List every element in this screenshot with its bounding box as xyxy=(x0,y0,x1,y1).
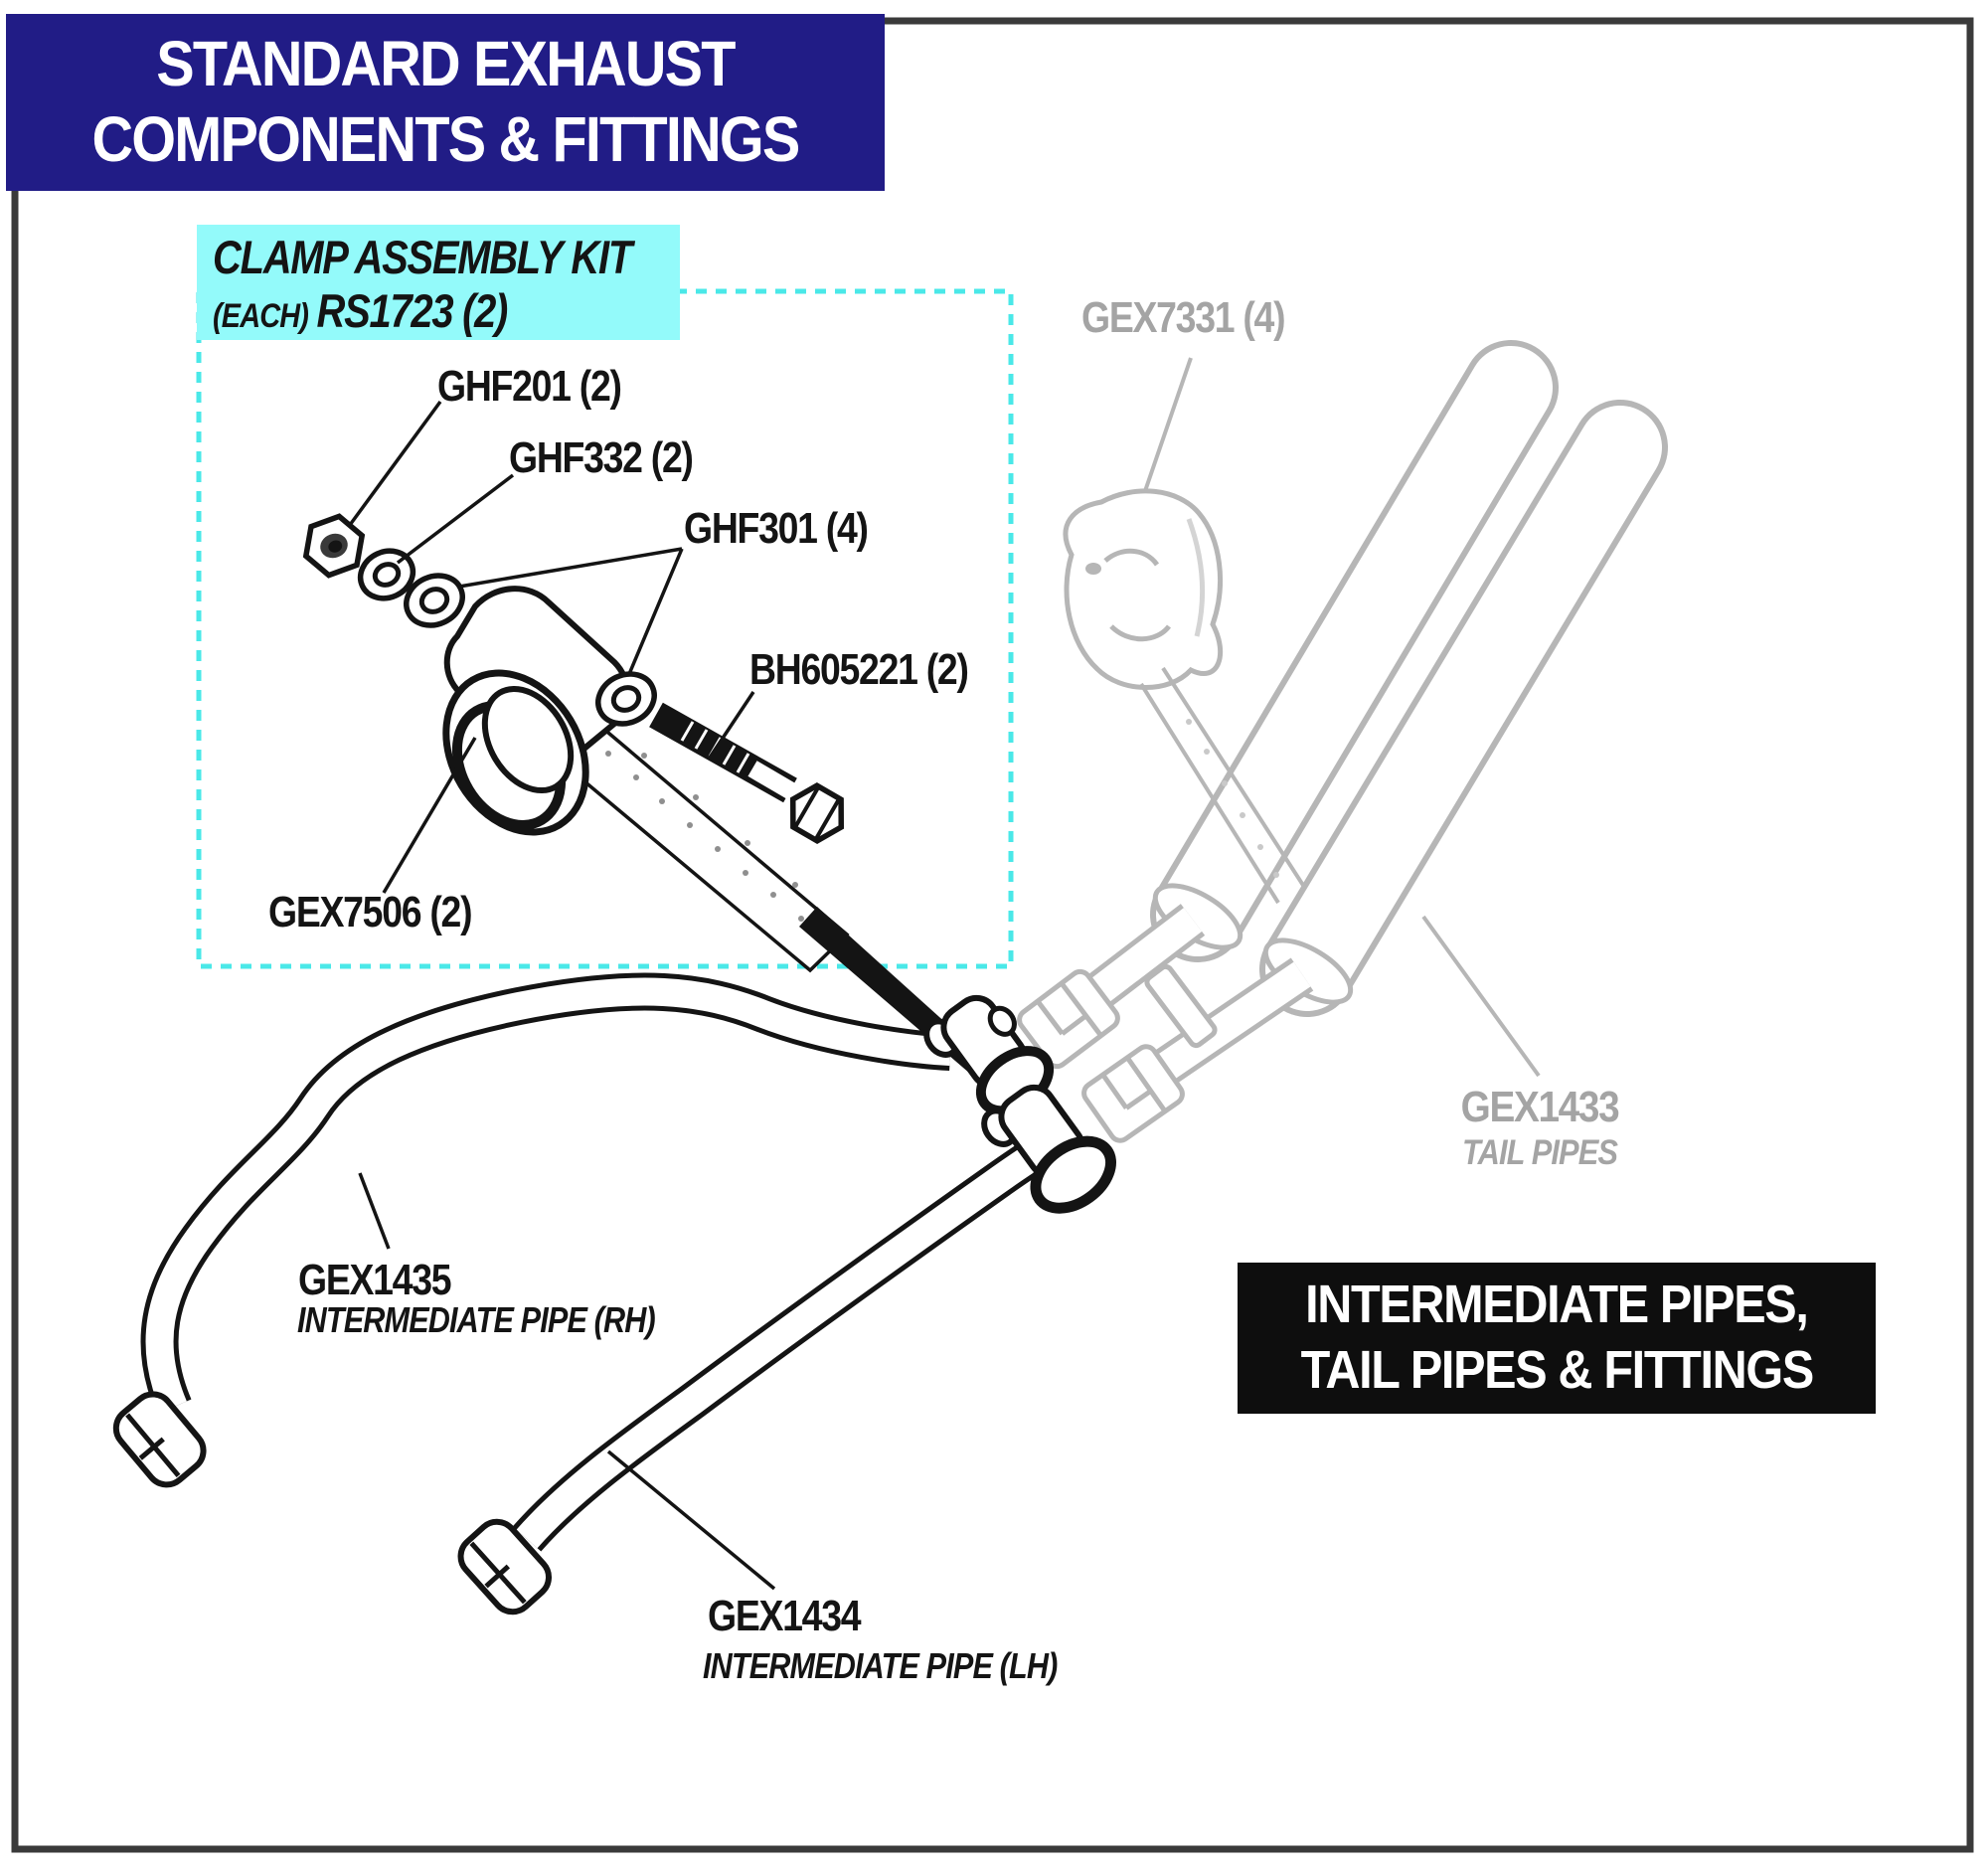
nut-art xyxy=(302,513,366,579)
part-label-gex1435[interactable]: GEX1435 xyxy=(298,1256,452,1304)
tail-pipes-ghost-art xyxy=(1017,340,1668,1143)
kit-title: CLAMP ASSEMBLY KIT xyxy=(213,231,632,283)
leader-gex7506 xyxy=(382,737,477,894)
section-line1: INTERMEDIATE PIPES, xyxy=(1305,1275,1809,1335)
leader-ghf301-a xyxy=(458,547,683,589)
part-label-gex1434[interactable]: GEX1434 xyxy=(708,1592,862,1640)
title-banner: STANDARD EXHAUST COMPONENTS & FITTINGS xyxy=(6,14,885,191)
rubber-mount-art xyxy=(1063,488,1224,690)
section-link-intermediate-pipes[interactable]: INTERMEDIATE PIPES, TAIL PIPES & FITTING… xyxy=(1238,1263,1876,1414)
leader-gex1433 xyxy=(1421,915,1541,1078)
leader-gex1435 xyxy=(358,1172,391,1250)
gex1434-description: INTERMEDIATE PIPE (LH) xyxy=(703,1645,1058,1686)
kit-part-line: (EACH) RS1723 (2) xyxy=(213,283,610,338)
part-label-gex1433[interactable]: GEX1433 TAIL PIPES xyxy=(1430,1083,1649,1172)
bolt-art xyxy=(649,702,845,844)
clamp-kit-parts-art xyxy=(302,513,845,844)
leader-bh605221 xyxy=(708,691,755,759)
part-label-ghf332[interactable]: GHF332 (2) xyxy=(509,433,694,482)
washer-a-art xyxy=(404,573,465,628)
page-title-line2: COMPONENTS & FITTINGS xyxy=(91,103,801,175)
pipe-flange-lh xyxy=(457,1518,553,1616)
intermediate-pipes-art xyxy=(112,972,1116,1616)
leader-ghf332 xyxy=(396,473,515,565)
leader-lines xyxy=(348,400,776,1591)
part-label-ghf301[interactable]: GHF301 (4) xyxy=(684,504,869,553)
gex1435-description: INTERMEDIATE PIPE (RH) xyxy=(297,1299,656,1340)
section-line2: TAIL PIPES & FITTINGS xyxy=(1300,1340,1814,1400)
leader-gex1434 xyxy=(606,1449,776,1591)
part-label-bh605221[interactable]: BH605221 (2) xyxy=(749,645,969,694)
clamp-kit-callout[interactable]: CLAMP ASSEMBLY KIT (EACH) RS1723 (2) xyxy=(197,225,680,340)
leader-ghf201 xyxy=(348,400,442,527)
gex1433-description: TAIL PIPES xyxy=(1461,1133,1618,1172)
leader-ghf301-b xyxy=(627,548,684,675)
leader-gex7331 xyxy=(1143,357,1193,492)
page-title-line1: STANDARD EXHAUST xyxy=(156,28,736,100)
part-label-ghf201[interactable]: GHF201 (2) xyxy=(437,362,622,411)
part-label-gex7331[interactable]: GEX7331 (4) xyxy=(1081,293,1286,342)
kit-part-number[interactable]: RS1723 (2) xyxy=(316,284,509,338)
kit-each-note: (EACH) xyxy=(213,297,309,336)
clamp-art xyxy=(442,586,631,836)
gex1433-number[interactable]: GEX1433 xyxy=(1460,1083,1620,1131)
page-border xyxy=(11,17,1974,1853)
part-label-gex7506[interactable]: GEX7506 (2) xyxy=(268,888,473,936)
junction-clamp-lower xyxy=(981,1084,1116,1214)
pipe-flange-rh xyxy=(112,1391,207,1488)
washer-b-art xyxy=(595,671,657,727)
